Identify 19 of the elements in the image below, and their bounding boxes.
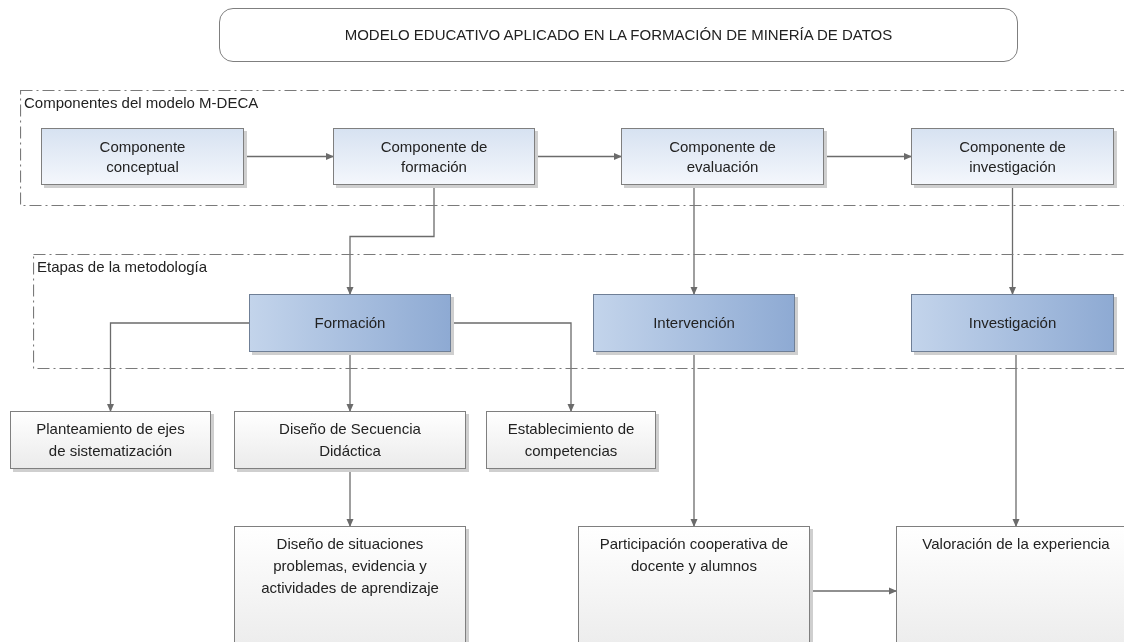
dash-dot-group-frame [20,90,1124,206]
component-box: Componente de evaluación [621,128,824,185]
arrow [107,322,250,412]
component-box: Componente conceptual [41,128,244,185]
group-heading: Etapas de la metodología [37,257,208,277]
process-box: Diseño de situaciones problemas, evidencia y actividades de aprendizaje [234,526,466,642]
group-heading: Componentes del modelo M-DECA [24,93,259,113]
stage-box: Intervención [593,294,795,352]
process-box: Valoración de la experiencia [896,526,1124,642]
process-box: Establecimiento de competencias [486,411,656,469]
component-box: Componente de formación [333,128,535,185]
dash-dot-group-frame [33,254,1124,369]
process-box: Participación cooperativa de docente y alumnos [578,526,810,642]
stage-box: Investigación [911,294,1114,352]
process-box: Diseño de Secuencia Didáctica [234,411,466,469]
process-box: Planteamiento de ejes de sistematización [10,411,211,469]
component-box: Componente de investigación [911,128,1114,185]
title-box: MODELO EDUCATIVO APLICADO EN LA FORMACIÓN DE MINERÍA DE DATOS [219,8,1018,62]
stage-box: Formación [249,294,451,352]
